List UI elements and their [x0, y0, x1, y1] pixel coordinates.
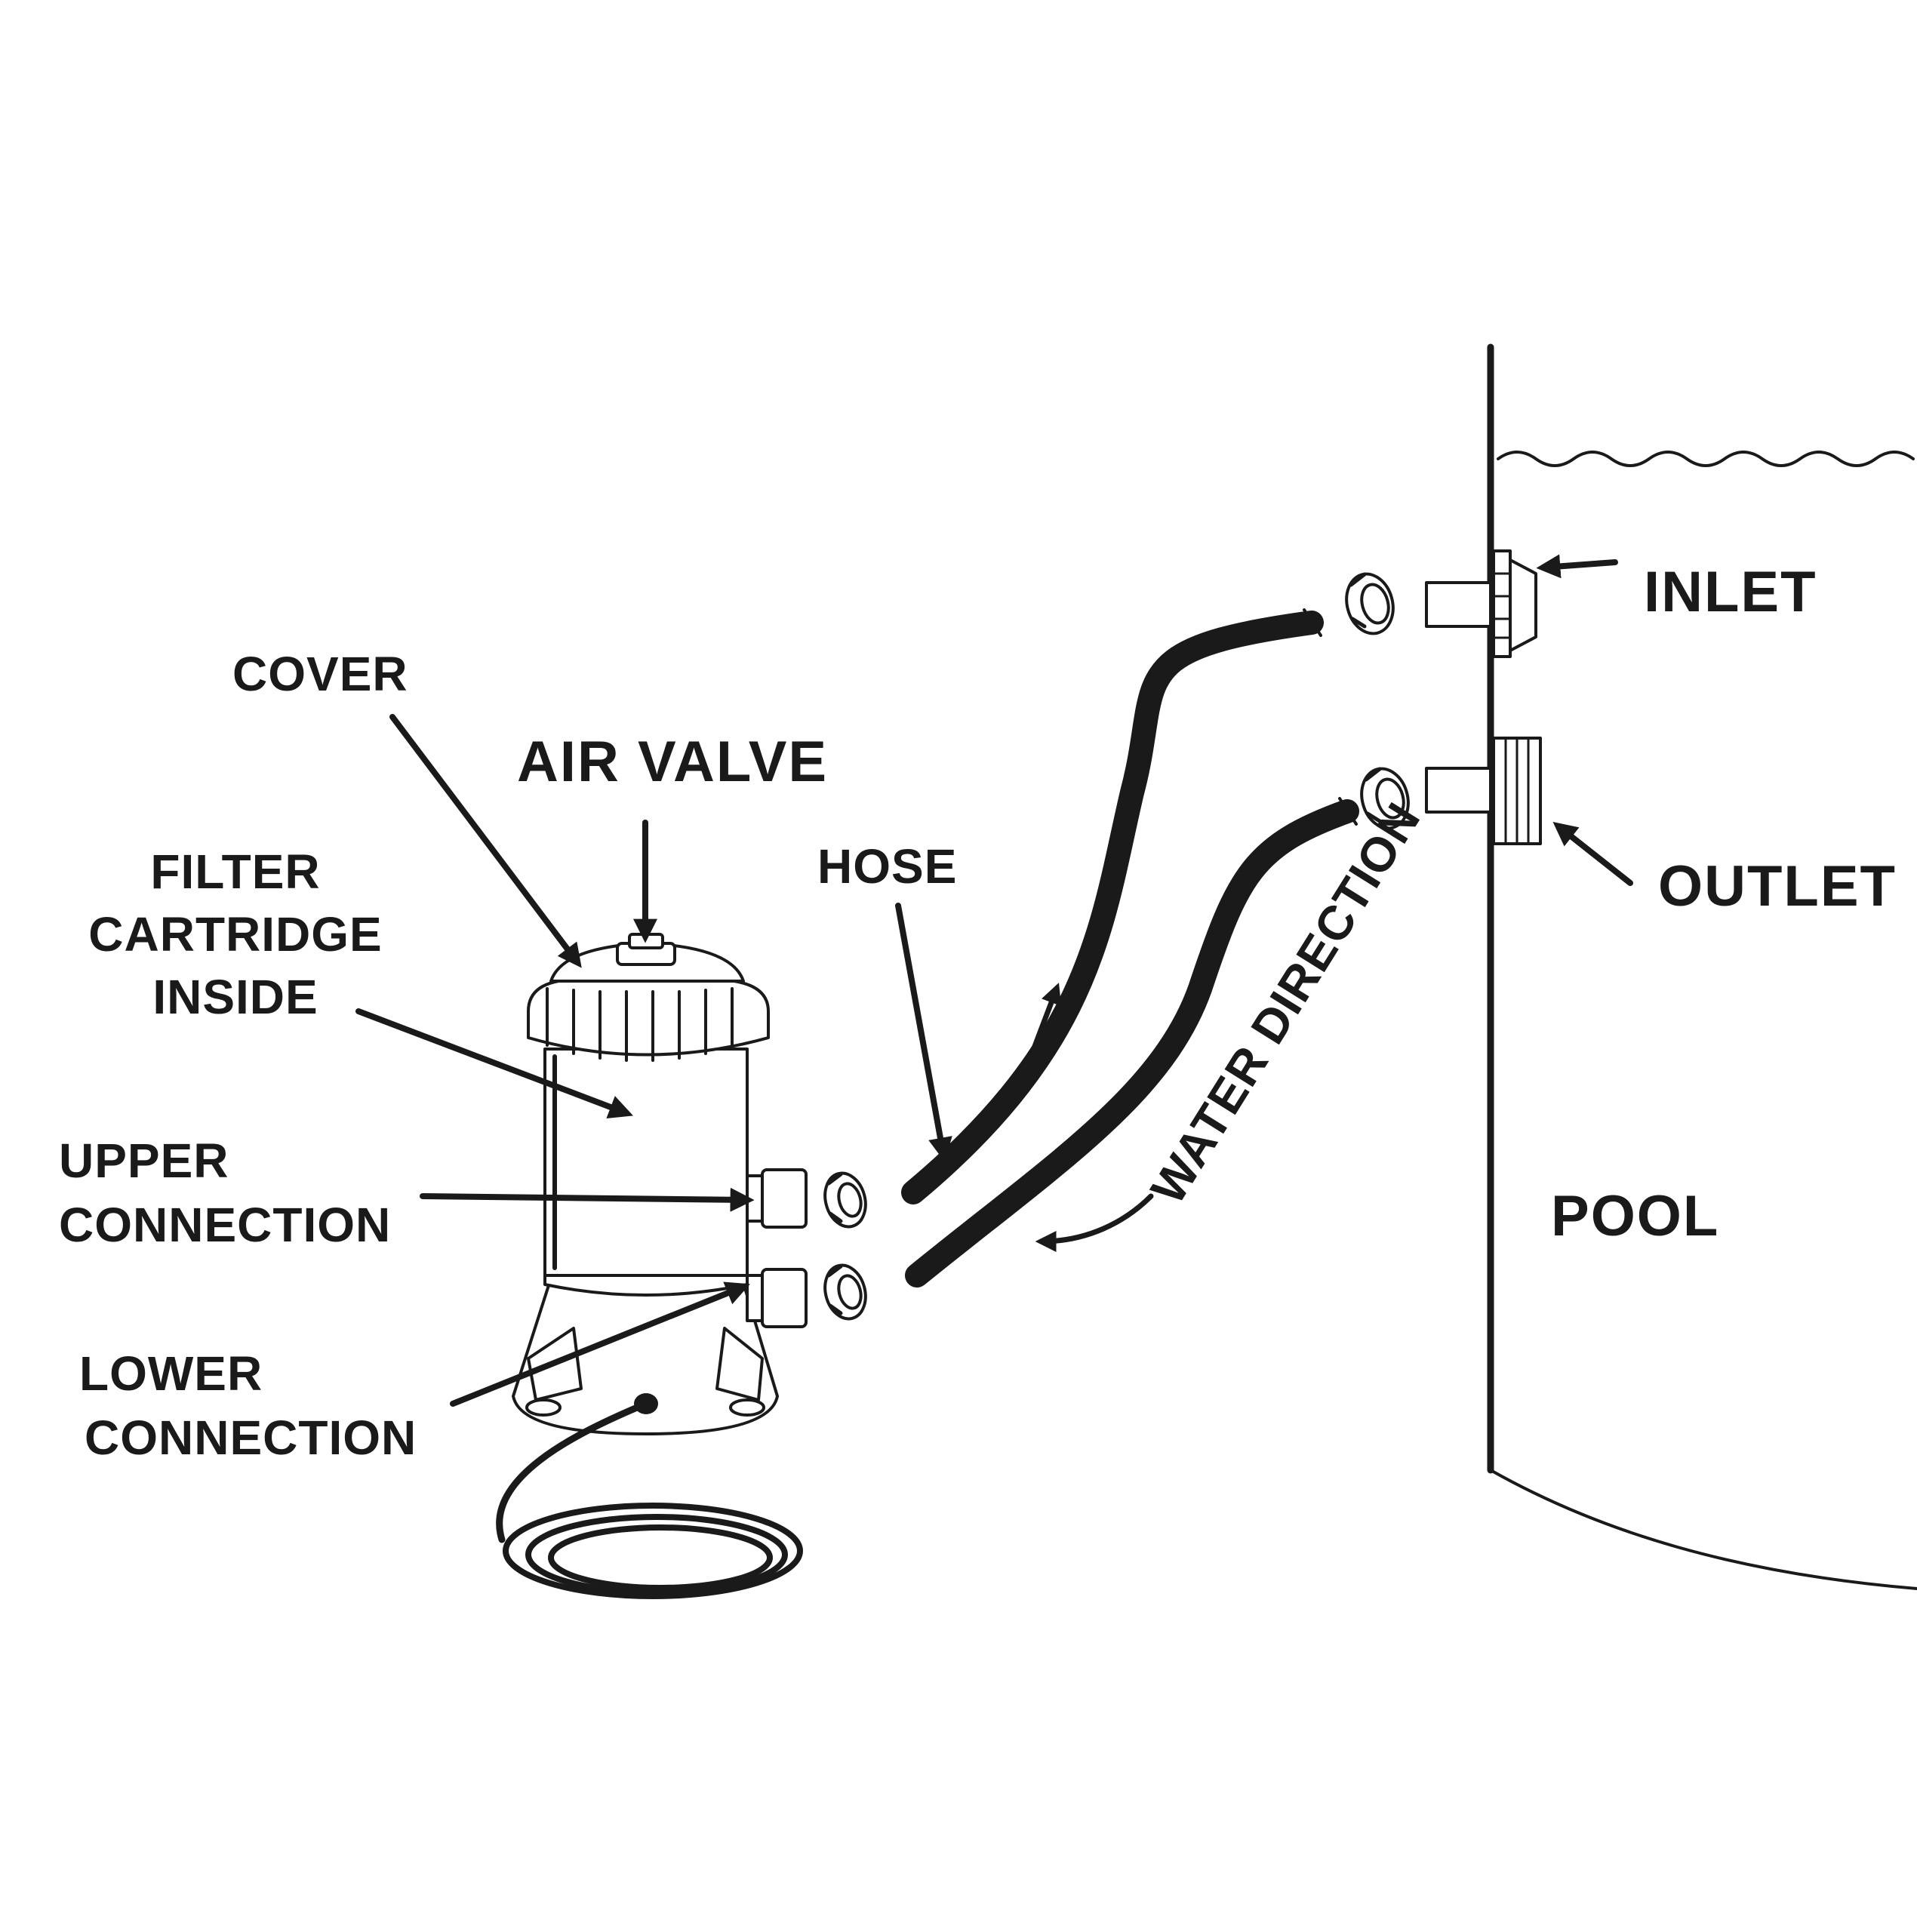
clamp-upper [823, 1171, 867, 1229]
hoses [901, 608, 1359, 1287]
lower-connection-arrow [450, 1281, 750, 1407]
label-air-valve: AIR VALVE [517, 730, 828, 794]
filter-arrow [355, 1008, 633, 1118]
pool-bottom-curve [1489, 1469, 1917, 1590]
label-cover: COVER [232, 647, 408, 701]
outlet-arrow [1552, 822, 1633, 886]
label-hose: HOSE [817, 839, 957, 894]
hose-arrow [895, 903, 952, 1162]
pump-base [512, 1281, 779, 1435]
label-filter-1: FILTER [150, 844, 320, 899]
leader-arrows [355, 554, 1633, 1407]
clamp-outlet [1360, 767, 1410, 830]
label-pool: POOL [1551, 1184, 1719, 1248]
water-surface [1497, 451, 1915, 467]
labels: COVER AIR VALVE FILTER CARTRIDGE INSIDE … [59, 560, 1897, 1465]
upper-connection-port [746, 1168, 808, 1229]
flow-return-arrow [1035, 1193, 1154, 1252]
inlet-arrow [1536, 554, 1618, 579]
lower-connection-port [746, 1268, 808, 1328]
pool [1345, 343, 1917, 1590]
label-lower-1: LOWER [79, 1346, 263, 1401]
label-outlet: OUTLET [1658, 854, 1897, 918]
label-lower-2: CONNECTION [85, 1411, 417, 1465]
label-filter-2: CARTRIDGE [88, 907, 382, 961]
clamp-lower [823, 1263, 867, 1321]
label-inlet: INLET [1644, 560, 1817, 624]
upper-connection-arrow [420, 1187, 755, 1212]
outlet-fitting [1425, 737, 1542, 845]
power-cord [496, 1393, 803, 1599]
pump [496, 933, 867, 1599]
air-valve-knob [616, 933, 676, 966]
label-filter-3: INSIDE [152, 970, 318, 1024]
label-upper-1: UPPER [59, 1134, 229, 1188]
label-upper-2: CONNECTION [59, 1198, 391, 1252]
pump-cover-ring [527, 978, 770, 1057]
flow-up-arrow [1016, 983, 1062, 1094]
pump-body [543, 1048, 749, 1297]
cover-arrow [389, 714, 582, 968]
clamp-inlet [1345, 572, 1395, 635]
inlet-fitting [1425, 549, 1537, 658]
